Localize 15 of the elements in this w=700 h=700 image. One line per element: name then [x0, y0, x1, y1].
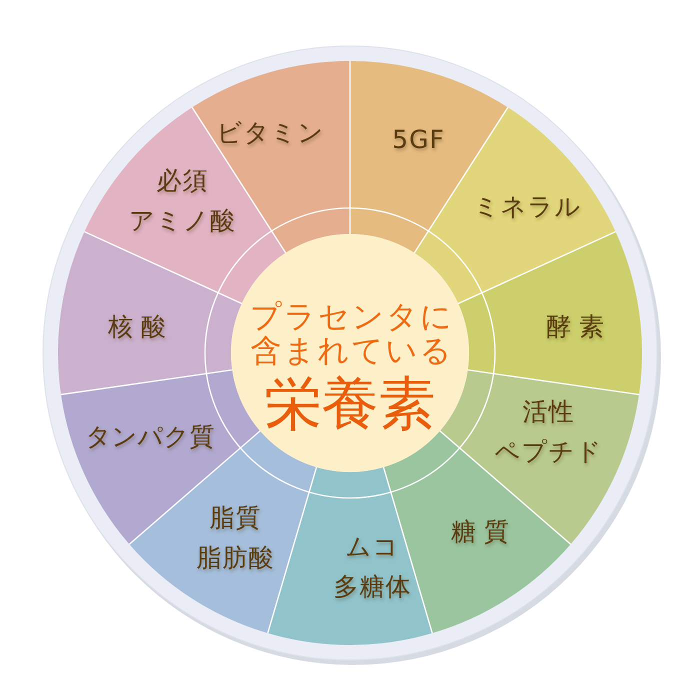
nutrient-label: ミネラル: [472, 191, 582, 223]
wheel-segment: [58, 231, 242, 395]
center-title: 栄養素: [264, 373, 436, 435]
wheel-segment: [458, 231, 642, 395]
nutrient-label: 必須アミノ酸: [128, 165, 236, 237]
nutrient-label: 活性ペプチド: [494, 396, 602, 468]
center-caption: プラセンタに含まれている: [249, 300, 454, 368]
nutrient-label: 核酸: [107, 311, 174, 343]
nutrient-label: 酵素: [545, 311, 612, 343]
nutrient-label: 脂質脂肪酸: [196, 502, 274, 574]
nutrient-label: 糖質: [450, 516, 517, 548]
nutrient-label: ビタミン: [216, 117, 324, 149]
nutrient-label: ムコ多糖体: [332, 531, 412, 603]
nutrient-label: 5GF: [391, 124, 445, 156]
nutrient-label: タンパク質: [86, 421, 214, 453]
